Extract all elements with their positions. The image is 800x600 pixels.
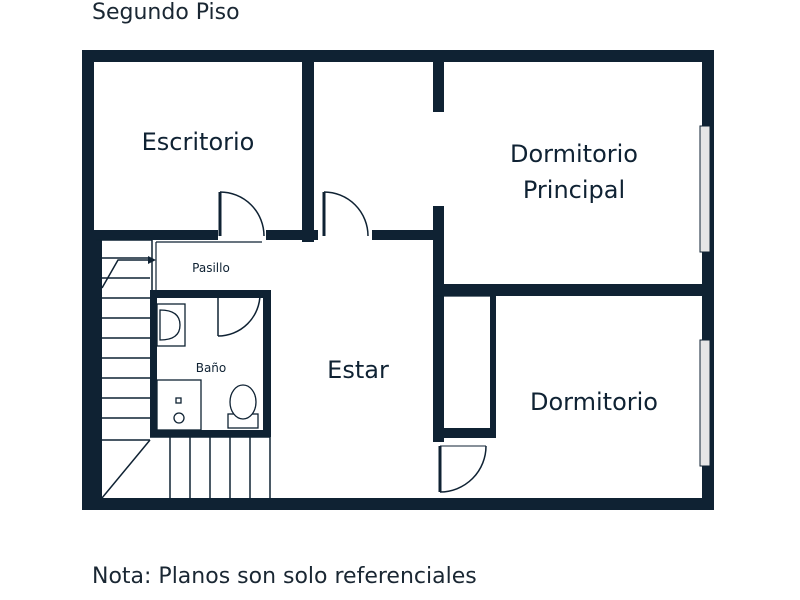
room-labels: Escritorio Dormitorio Principal Pasillo … [142, 128, 658, 416]
room-label-pasillo: Pasillo [192, 261, 230, 275]
sink-icon [159, 309, 181, 341]
doors [217, 191, 487, 493]
disclaimer-note: Nota: Planos son solo referenciales [92, 564, 477, 589]
door-bedroom-swing [439, 445, 487, 493]
staircase [94, 239, 271, 499]
left-wall [82, 50, 94, 510]
wall-closet-right [490, 296, 496, 430]
wall-escritorio-bottom-left [94, 230, 218, 240]
shower-drain-icon [175, 397, 182, 404]
stair-landing-diagonal [101, 439, 151, 499]
toilet-icon [229, 384, 257, 420]
stair-direction-arrow [101, 259, 148, 289]
wall-escritorio-bottom-right [266, 230, 318, 240]
thin-lines [155, 241, 490, 297]
wall-bath-bottom [150, 430, 271, 437]
room-label-escritorio: Escritorio [142, 128, 255, 156]
wall-master-bottom [440, 284, 704, 296]
floor-title: Segundo Piso [92, 0, 240, 25]
room-label-bano: Baño [196, 361, 227, 375]
wall-bath-right [263, 290, 271, 436]
room-label-dormitorio-principal-1: Dormitorio [510, 140, 638, 168]
door-closet-swing [323, 191, 369, 237]
wall-escritorio-right [302, 56, 314, 242]
outer-walls [82, 50, 714, 510]
stair-arrow-head [148, 256, 156, 264]
wall-closet-bottom [433, 428, 496, 438]
window-bedroom [699, 339, 711, 467]
shower-head-icon [173, 412, 185, 424]
wall-master-left-lower [433, 206, 444, 442]
door-escritorio-swing [219, 191, 265, 237]
stair-left-rail [94, 240, 102, 498]
wall-hall-top-right [372, 230, 440, 240]
bottom-wall [82, 498, 714, 510]
door-bath-swing [217, 293, 261, 337]
room-label-estar: Estar [327, 356, 389, 384]
window-master-bedroom [699, 125, 711, 253]
interior-walls [94, 56, 704, 442]
wall-master-left-upper [433, 56, 444, 112]
wall-bath-top [150, 290, 270, 298]
room-label-dormitorio: Dormitorio [530, 388, 658, 416]
bath-fixtures [156, 303, 259, 431]
windows [699, 125, 711, 467]
wall-bath-left [150, 290, 157, 436]
room-label-dormitorio-principal-2: Principal [523, 176, 625, 204]
top-wall [82, 50, 714, 62]
